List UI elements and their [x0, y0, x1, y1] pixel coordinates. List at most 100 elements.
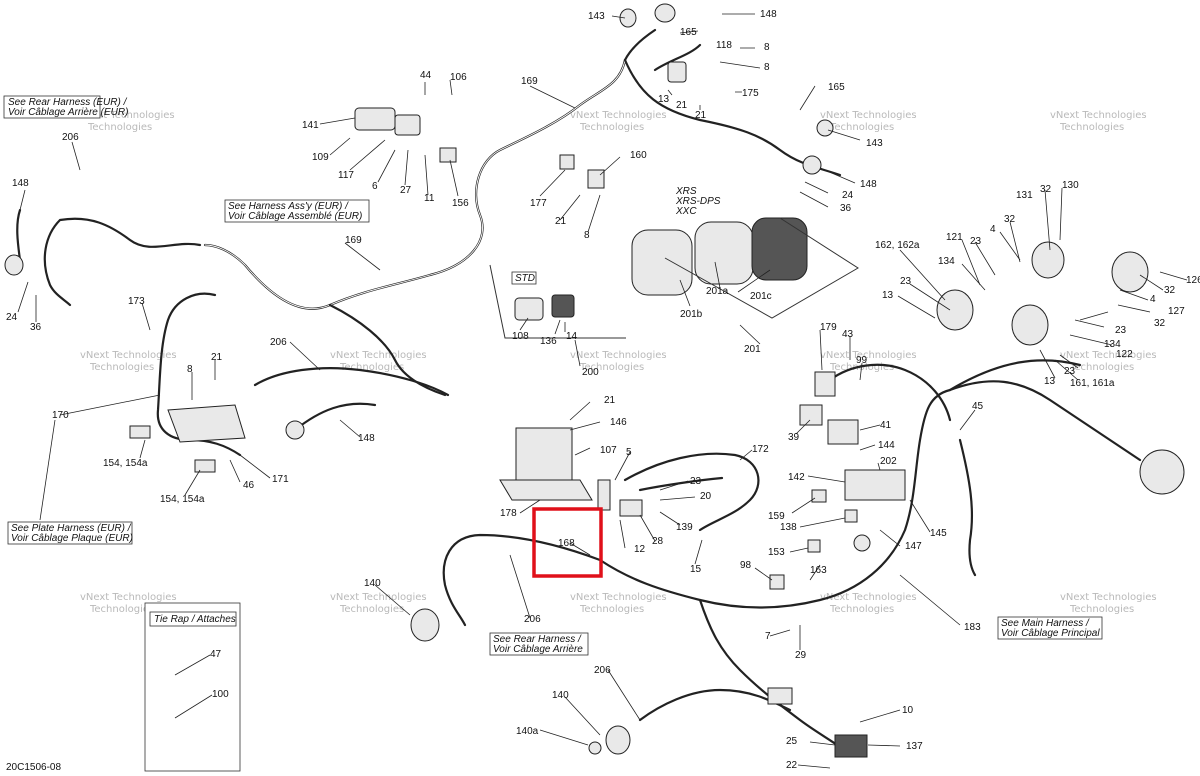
- tray-178: [499, 479, 593, 501]
- callout-label: 206: [524, 614, 541, 625]
- switch-141: [354, 107, 396, 131]
- callout-label: 15: [690, 564, 702, 575]
- callout-label: 148: [860, 179, 877, 190]
- watermark: vNext Technologies: [1060, 592, 1157, 603]
- callout-label: 13: [1044, 376, 1056, 387]
- callout-label: 201a: [706, 286, 729, 297]
- callout-label: 134: [938, 256, 955, 267]
- note-plate-harness-eur: See Plate Harness (EUR) /: [11, 523, 132, 534]
- part-156: [439, 147, 457, 163]
- callout-label: 23: [690, 476, 702, 487]
- note-xrs: XRS: [675, 186, 697, 197]
- callout-label: 8: [764, 62, 770, 73]
- callout-label: 165: [680, 27, 697, 38]
- frames: [3, 95, 1103, 772]
- callout-label: 161, 161a: [1070, 378, 1115, 389]
- callout-label: 32: [1004, 214, 1016, 225]
- callout-label: 5: [626, 447, 632, 458]
- harness-206-rear: [442, 533, 602, 627]
- watermark: vNext Technologies: [80, 350, 177, 361]
- watermark: Technologies: [89, 362, 154, 373]
- connector-5: [597, 479, 611, 511]
- callout-labels: 143 148 165 118 8 8 13 21 175 21 44 106 …: [6, 9, 1200, 771]
- callout-label: 21: [555, 216, 567, 227]
- callout-label: 154, 154a: [103, 458, 148, 469]
- callout-label: 139: [676, 522, 693, 533]
- callout-label: 4: [1150, 294, 1156, 305]
- callout-label: 131: [1016, 190, 1033, 201]
- harness-main-branch: [698, 598, 852, 757]
- watermark: vNext Technologies: [570, 110, 667, 121]
- callout-label: 6: [372, 181, 378, 192]
- socket-148-mid: [285, 420, 305, 440]
- callout-label: 201c: [750, 291, 772, 302]
- part-179: [814, 371, 836, 397]
- harness-169-upper: [203, 58, 627, 310]
- callout-label: 24: [842, 190, 854, 201]
- callout-label: 7: [765, 631, 771, 642]
- callout-label: 13: [658, 94, 670, 105]
- callout-label: 206: [270, 337, 287, 348]
- callout-label: 28: [652, 536, 664, 547]
- callout-label: 140: [364, 578, 381, 589]
- harness-main-right: [948, 359, 1142, 462]
- harness-main-down: [958, 438, 977, 577]
- bulb-140a: [588, 741, 602, 755]
- callout-label: 143: [866, 138, 883, 149]
- callout-label: 121: [946, 232, 963, 243]
- watermark: Technologies: [89, 604, 154, 615]
- callout-label: 4: [990, 224, 996, 235]
- watermark: Technologies: [579, 122, 644, 133]
- callout-label: 21: [211, 352, 223, 363]
- harness-right-cluster: [828, 363, 952, 422]
- callout-label: 206: [594, 665, 611, 676]
- callout-label: 154, 154a: [160, 494, 205, 505]
- callout-label: 32: [1164, 285, 1176, 296]
- part-98: [769, 574, 785, 590]
- lamp-140: [410, 608, 440, 642]
- part-159: [811, 489, 827, 503]
- watermark: Technologies: [579, 604, 644, 615]
- callout-label: 144: [878, 440, 895, 451]
- watermark: vNext Technologies: [330, 592, 427, 603]
- watermark: Technologies: [579, 362, 644, 373]
- callout-label: 106: [450, 72, 467, 83]
- harness-148-left: [16, 208, 22, 262]
- callout-label: 165: [828, 82, 845, 93]
- note-rear-harness: See Rear Harness /: [493, 634, 582, 645]
- gauge-201c: [751, 217, 808, 281]
- part-118: [667, 61, 687, 83]
- note-rear-harness-eur: See Rear Harness (EUR) /: [8, 97, 128, 108]
- part-138: [844, 509, 858, 523]
- callout-label: 201: [744, 344, 761, 355]
- callout-label: 142: [788, 472, 805, 483]
- socket-143: [619, 8, 637, 28]
- callout-label: 143: [588, 11, 605, 22]
- callout-label: 179: [820, 322, 837, 333]
- callout-label: 20: [700, 491, 712, 502]
- callout-label: 21: [604, 395, 616, 406]
- watermark: vNext Technologies: [1050, 110, 1147, 121]
- part-153: [807, 539, 821, 553]
- callout-label: 23: [1115, 325, 1127, 336]
- gauge-lens-201a: [694, 221, 754, 285]
- callout-label: 22: [786, 760, 798, 771]
- callout-label: 36: [840, 203, 852, 214]
- note-box-harness-eur: [224, 199, 370, 223]
- note-rear-harness: Voir Câblage Arrière: [493, 644, 583, 655]
- relay-41: [827, 419, 859, 445]
- callout-label: 24: [6, 312, 18, 323]
- callout-label: 117: [338, 170, 354, 181]
- callout-label: 168: [558, 538, 575, 549]
- callout-label: 8: [187, 364, 193, 375]
- note-std: STD: [515, 273, 535, 284]
- callout-label: 23: [970, 236, 982, 247]
- callout-label: 160: [630, 150, 647, 161]
- battery-107: [515, 427, 573, 485]
- callout-label: 172: [752, 444, 769, 455]
- callout-label: 109: [312, 152, 329, 163]
- note-xrs-dps: XRS-DPS: [675, 196, 721, 207]
- callout-label: 162, 162a: [875, 240, 920, 251]
- xrs-group-frame: [664, 217, 859, 319]
- note-box-rear-eur: [3, 95, 101, 119]
